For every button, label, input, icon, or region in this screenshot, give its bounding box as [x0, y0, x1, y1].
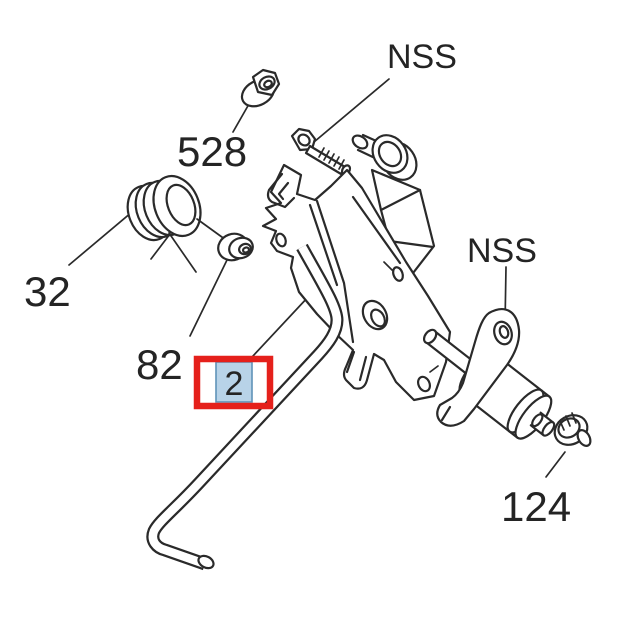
rod-end	[197, 554, 215, 570]
highlighted-callout-2[interactable]: 2	[193, 355, 274, 410]
switch-drawing	[422, 308, 556, 440]
bracket-ear-hole	[275, 232, 287, 248]
part-label-nss-top: NSS	[387, 38, 457, 76]
spring-leg	[168, 232, 197, 273]
leader-32	[68, 206, 139, 266]
part-label-2[interactable]: 2	[225, 365, 244, 403]
nut-124-drawing	[553, 412, 592, 447]
bolt-drawing	[290, 127, 352, 279]
nut-82-drawing	[217, 232, 254, 262]
leader-2	[252, 295, 310, 357]
bracket-drawing	[261, 163, 452, 402]
leader-nss-top	[313, 78, 390, 143]
part-label-82[interactable]: 82	[136, 341, 183, 388]
leader-lines	[68, 78, 566, 478]
flange-nut-drawing	[240, 68, 281, 108]
bracket-hole	[361, 299, 389, 331]
bracket-corner-hole	[416, 375, 432, 393]
spring-leg	[196, 218, 227, 241]
part-label-nss-right: NSS	[467, 232, 537, 270]
leader-528	[232, 103, 250, 133]
part-label-32[interactable]: 32	[24, 268, 71, 315]
switch-ear-hole	[493, 320, 513, 346]
bracket-slot	[392, 266, 404, 282]
leader-124	[545, 451, 566, 478]
spring-leg	[150, 233, 171, 260]
part-label-528[interactable]: 528	[177, 128, 247, 175]
callout-2-highlight-box	[193, 355, 274, 410]
part-labels: NSS 528 32 82 NSS 124	[24, 38, 571, 530]
torsion-spring-drawing	[126, 174, 227, 273]
leader-82	[189, 259, 228, 337]
part-label-124[interactable]: 124	[501, 483, 571, 530]
shift-rod-drawing	[146, 243, 344, 571]
